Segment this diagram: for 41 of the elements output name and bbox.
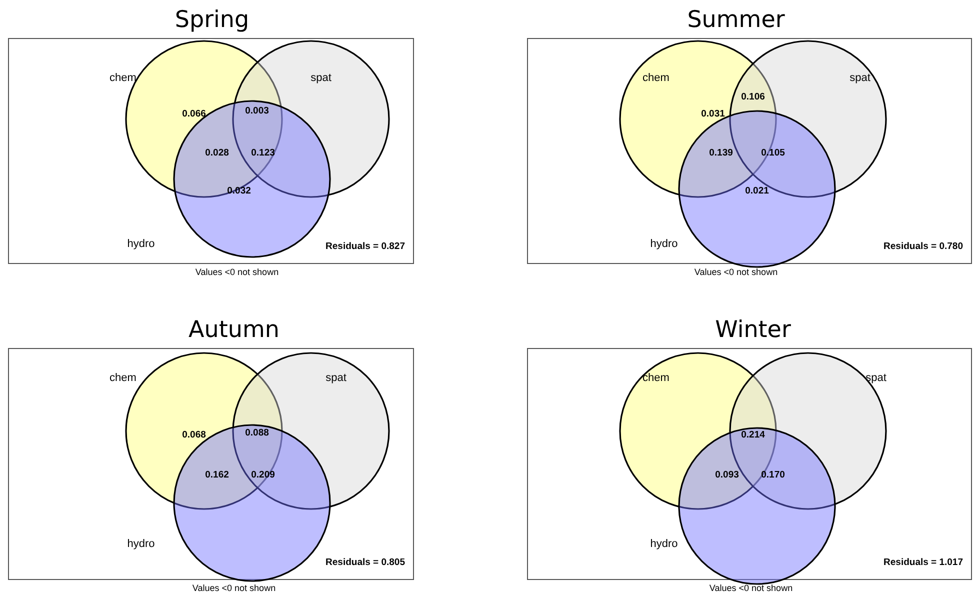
set-label: hydro xyxy=(650,538,678,550)
set-label: chem xyxy=(110,372,136,384)
region-value: 0.170 xyxy=(761,470,785,480)
region-value: 0.066 xyxy=(182,108,206,120)
footnote: Values <0 not shown xyxy=(709,583,793,593)
region-value: 0.031 xyxy=(701,108,725,120)
region-value: 0.105 xyxy=(761,148,785,158)
region-value: 0.093 xyxy=(715,470,739,480)
region-value: 0.088 xyxy=(245,428,269,438)
set-label: hydro xyxy=(127,538,155,550)
footnote: Values <0 not shown xyxy=(195,267,279,277)
region-value: 0.209 xyxy=(251,470,275,480)
region-value: 0.003 xyxy=(245,106,269,116)
region-value: 0.028 xyxy=(205,148,229,158)
panel-title: Autumn xyxy=(188,317,280,343)
set-label: chem xyxy=(642,372,670,384)
set-label: spat xyxy=(310,72,332,84)
residuals-text: Residuals = 0.805 xyxy=(326,557,405,568)
set-label: hydro xyxy=(650,238,678,250)
footnote: Values <0 not shown xyxy=(192,583,276,593)
residuals-text: Residuals = 0.780 xyxy=(884,241,963,252)
set-label: hydro xyxy=(127,238,155,250)
set-label: spat xyxy=(850,72,870,84)
region-value: 0.214 xyxy=(741,430,765,440)
region-value: 0.032 xyxy=(227,186,251,196)
region-value: 0.123 xyxy=(251,148,275,158)
region-value: 0.021 xyxy=(745,186,769,196)
region-value: 0.162 xyxy=(205,470,229,480)
residuals-text: Residuals = 0.827 xyxy=(326,241,405,252)
region-value: 0.106 xyxy=(741,92,765,102)
set-label: spat xyxy=(326,372,346,384)
panel-title: Winter xyxy=(715,317,791,343)
set-label: chem xyxy=(642,72,670,84)
set-label: chem xyxy=(110,72,136,84)
region-value: 0.139 xyxy=(709,148,733,158)
set-label: spat xyxy=(866,372,886,384)
panel-title: Spring xyxy=(174,7,250,33)
panel-title: Summer xyxy=(687,7,785,33)
region-value: 0.068 xyxy=(182,430,206,440)
footnote: Values <0 not shown xyxy=(694,267,778,277)
residuals-text: Residuals = 1.017 xyxy=(884,557,963,568)
